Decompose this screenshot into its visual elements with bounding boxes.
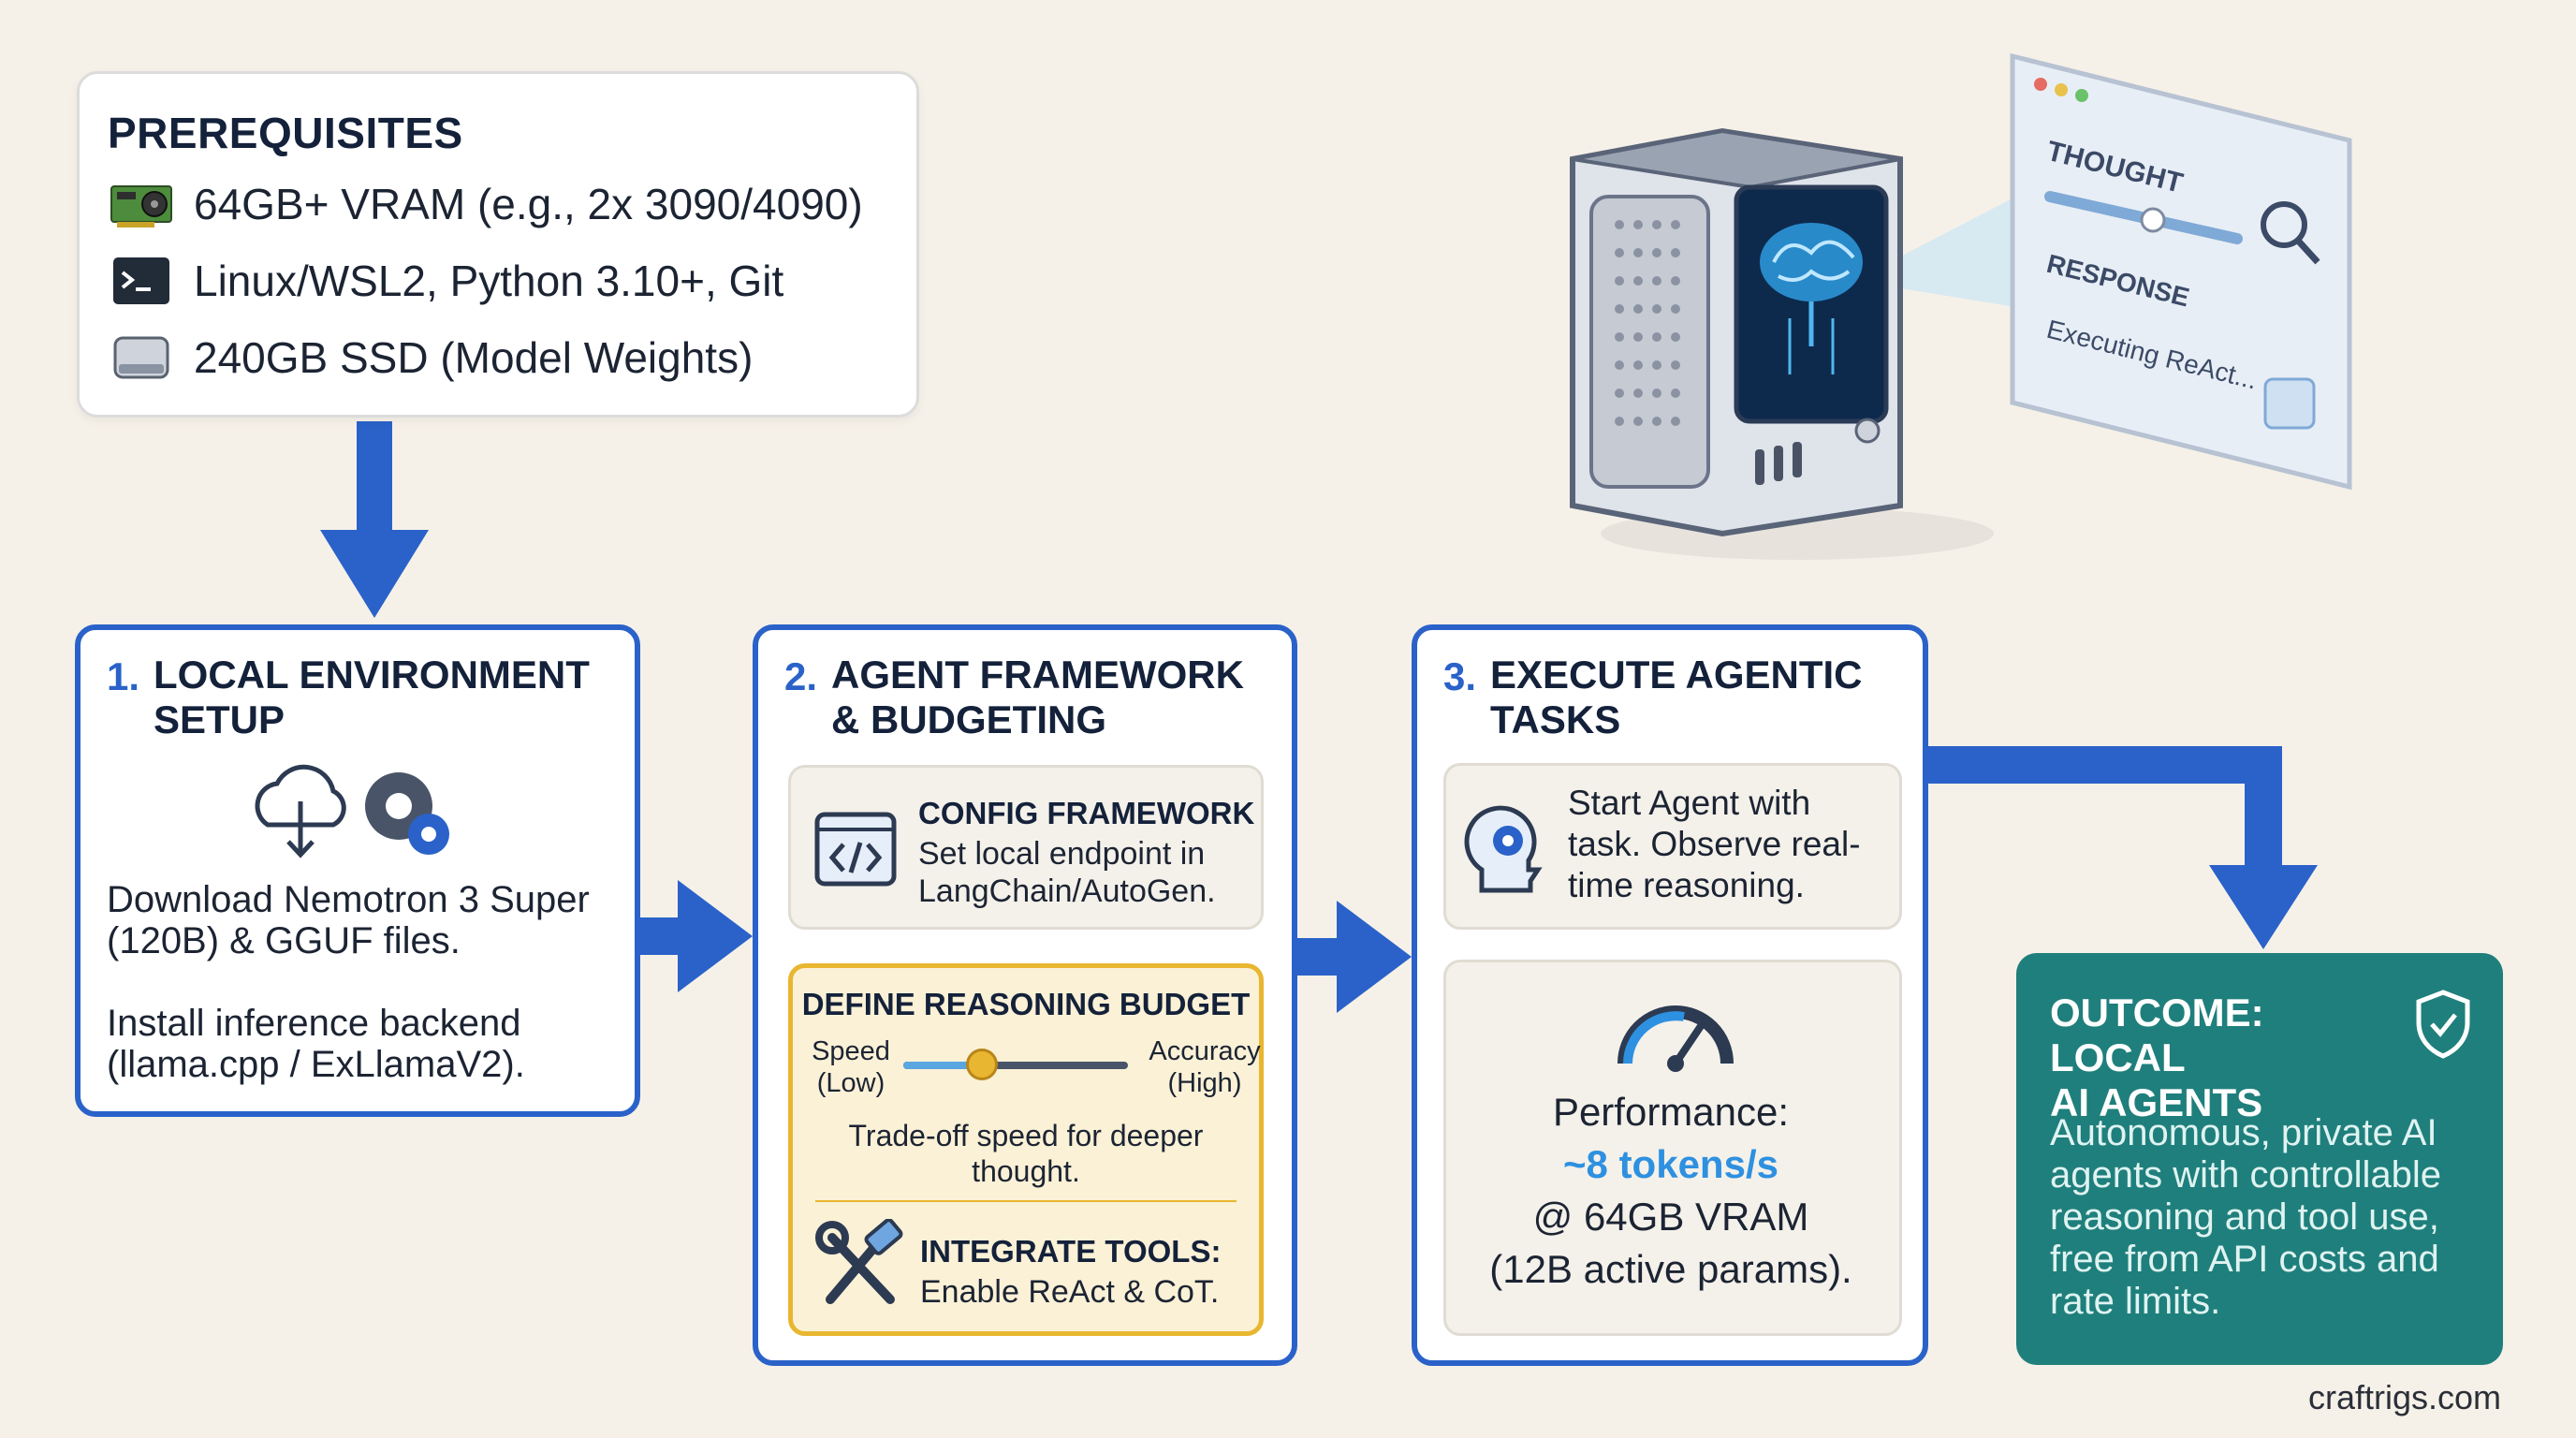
outcome-card: OUTCOME: LOCAL AI AGENTS Autonomous, pri… <box>2016 953 2503 1365</box>
performance-box: Performance: ~8 tokens/s @ 64GB VRAM (12… <box>1443 960 1902 1336</box>
glowing-brain-icon <box>1760 223 1863 374</box>
step-1-title-line: LOCAL ENVIRONMENT <box>154 653 590 697</box>
outcome-title-line: OUTCOME: LOCAL <box>2050 990 2264 1079</box>
step-3-title-line: EXECUTE AGENTIC <box>1490 653 1863 697</box>
outcome-text: Autonomous, private AI agents with contr… <box>2050 1112 2481 1323</box>
prereq-item-text: 64GB+ VRAM (e.g., 2x 3090/4090) <box>194 180 863 228</box>
config-framework-title: CONFIG FRAMEWORK <box>918 796 1255 830</box>
config-text-line: Set local endpoint in <box>918 836 1206 872</box>
slider-knob[interactable] <box>966 1049 998 1080</box>
performance-line: @ 64GB VRAM <box>1532 1195 1809 1239</box>
reasoning-budget-box: DEFINE REASONING BUDGET Speed (Low) Accu… <box>788 963 1264 1336</box>
divider <box>815 1200 1237 1202</box>
outcome-title: OUTCOME: LOCAL AI AGENTS <box>2050 990 2387 1125</box>
step-3-title: EXECUTE AGENTIC TASKS <box>1490 653 1862 742</box>
step-1-number: 1. <box>107 654 140 698</box>
config-framework-text: Set local endpoint in LangChain/AutoGen. <box>918 835 1216 910</box>
step-1-title: LOCAL ENVIRONMENT SETUP <box>154 653 590 742</box>
performance-line: (12B active params). <box>1489 1247 1852 1291</box>
step-3-card: 3. EXECUTE AGENTIC TASKS Start Agent wit… <box>1412 624 1928 1366</box>
tools-wrench-hammer-icon <box>815 1219 903 1304</box>
outcome-text-line: Autonomous, private AI <box>2050 1112 2437 1153</box>
step-1-download-text: Download Nemotron 3 Super (120B) & GGUF … <box>107 879 590 961</box>
start-agent-text: Start Agent with task. Observe real- tim… <box>1568 783 1861 906</box>
ai-server-illustration: THOUGHT RESPONSE Executing ReAct... <box>1570 52 2352 560</box>
slider-low-label: Speed (Low) <box>804 1035 898 1099</box>
outcome-text-line: reasoning and tool use, <box>2050 1196 2439 1238</box>
integrate-tools-text: Enable ReAct & CoT. <box>920 1274 1220 1310</box>
reasoning-budget-slider[interactable] <box>903 1049 1128 1080</box>
step-2-number: 2. <box>784 654 818 698</box>
prereq-item-vram: 64GB+ VRAM (e.g., 2x 3090/4090) <box>108 179 863 229</box>
outcome-title-line: AI AGENTS <box>2050 1080 2263 1124</box>
reasoning-panel-window: THOUGHT RESPONSE Executing ReAct... <box>2010 52 2352 491</box>
step-1-card: 1. LOCAL ENVIRONMENT SETUP Download Nemo… <box>75 624 640 1117</box>
tradeoff-text: Trade-off speed for deeper thought. <box>793 1118 1259 1189</box>
step-2-title-line: & BUDGETING <box>831 697 1106 741</box>
config-framework-box: CONFIG FRAMEWORK Set local endpoint in L… <box>788 765 1264 930</box>
outcome-text-line: agents with controllable <box>2050 1154 2442 1196</box>
start-agent-line: time reasoning. <box>1568 866 1805 904</box>
performance-value: ~8 tokens/s <box>1563 1142 1778 1186</box>
slider-label-line: Speed <box>812 1036 890 1066</box>
start-agent-line: task. Observe real- <box>1568 825 1861 863</box>
step-3-title-line: TASKS <box>1490 697 1621 741</box>
performance-text: Performance: ~8 tokens/s @ 64GB VRAM (12… <box>1446 1086 1895 1296</box>
ssd-drive-icon <box>113 336 169 379</box>
outcome-text-line: free from API costs and <box>2050 1239 2439 1280</box>
slider-fill <box>903 1062 982 1069</box>
outcome-text-line: rate limits. <box>2050 1281 2221 1322</box>
step-1-icons <box>255 764 449 858</box>
prerequisites-title: PREREQUISITES <box>108 109 463 157</box>
tradeoff-line: thought. <box>972 1154 1080 1188</box>
performance-label: Performance: <box>1552 1090 1790 1134</box>
slider-high-label: Accuracy (High) <box>1149 1035 1261 1099</box>
cloud-download-icon <box>255 764 346 858</box>
gear-icon <box>365 772 449 855</box>
arrow-step2-to-step3 <box>1297 901 1412 1013</box>
arrow-prereq-to-step1 <box>320 421 429 618</box>
magnifier-icon <box>2261 201 2307 248</box>
head-gear-icon <box>1464 805 1543 893</box>
footer-credit[interactable]: craftrigs.com <box>2307 1378 2501 1416</box>
prereq-item-storage: 240GB SSD (Model Weights) <box>108 332 753 383</box>
prereq-item-text: 240GB SSD (Model Weights) <box>194 333 754 382</box>
code-window-icon <box>814 812 897 887</box>
arrow-step3-to-outcome <box>1928 746 2318 949</box>
reasoning-budget-title: DEFINE REASONING BUDGET <box>801 987 1251 1021</box>
start-agent-line: Start Agent with <box>1568 784 1811 822</box>
shield-check-icon <box>2416 990 2470 1059</box>
step-2-title-line: AGENT FRAMEWORK <box>831 653 1244 697</box>
start-agent-box: Start Agent with task. Observe real- tim… <box>1443 763 1902 930</box>
step-2-title: AGENT FRAMEWORK & BUDGETING <box>831 653 1244 742</box>
slider-label-line: (High) <box>1167 1068 1242 1098</box>
arrow-step1-to-step2 <box>638 880 753 992</box>
prerequisites-card: PREREQUISITES 64GB+ VRAM (e.g., 2x 3090/… <box>77 71 919 418</box>
config-text-line: LangChain/AutoGen. <box>918 873 1216 909</box>
search-icon <box>2263 377 2316 430</box>
slider-label-line: Accuracy <box>1149 1036 1261 1066</box>
gpu-card-icon <box>110 185 172 227</box>
step-3-number: 3. <box>1443 654 1477 698</box>
prereq-item-os: Linux/WSL2, Python 3.10+, Git <box>108 256 783 306</box>
tradeoff-line: Trade-off speed for deeper <box>848 1119 1204 1152</box>
prereq-item-text: Linux/WSL2, Python 3.10+, Git <box>194 257 784 305</box>
step-1-text-line: Install inference backend <box>107 1003 521 1044</box>
step-2-card: 2. AGENT FRAMEWORK & BUDGETING CONFIG FR… <box>753 624 1297 1366</box>
terminal-icon <box>113 257 169 304</box>
server-tower-icon <box>1570 127 1903 537</box>
slider-label-line: (Low) <box>816 1068 886 1098</box>
integrate-tools-title: INTEGRATE TOOLS: <box>920 1234 1222 1269</box>
step-1-install-text: Install inference backend (llama.cpp / E… <box>107 1003 525 1085</box>
step-1-text-line: (llama.cpp / ExLlamaV2). <box>107 1044 525 1085</box>
step-1-text-line: Download Nemotron 3 Super <box>107 879 590 920</box>
step-1-title-line: SETUP <box>154 697 285 741</box>
speedometer-icon <box>1617 1005 1734 1072</box>
step-1-text-line: (120B) & GGUF files. <box>107 920 461 961</box>
